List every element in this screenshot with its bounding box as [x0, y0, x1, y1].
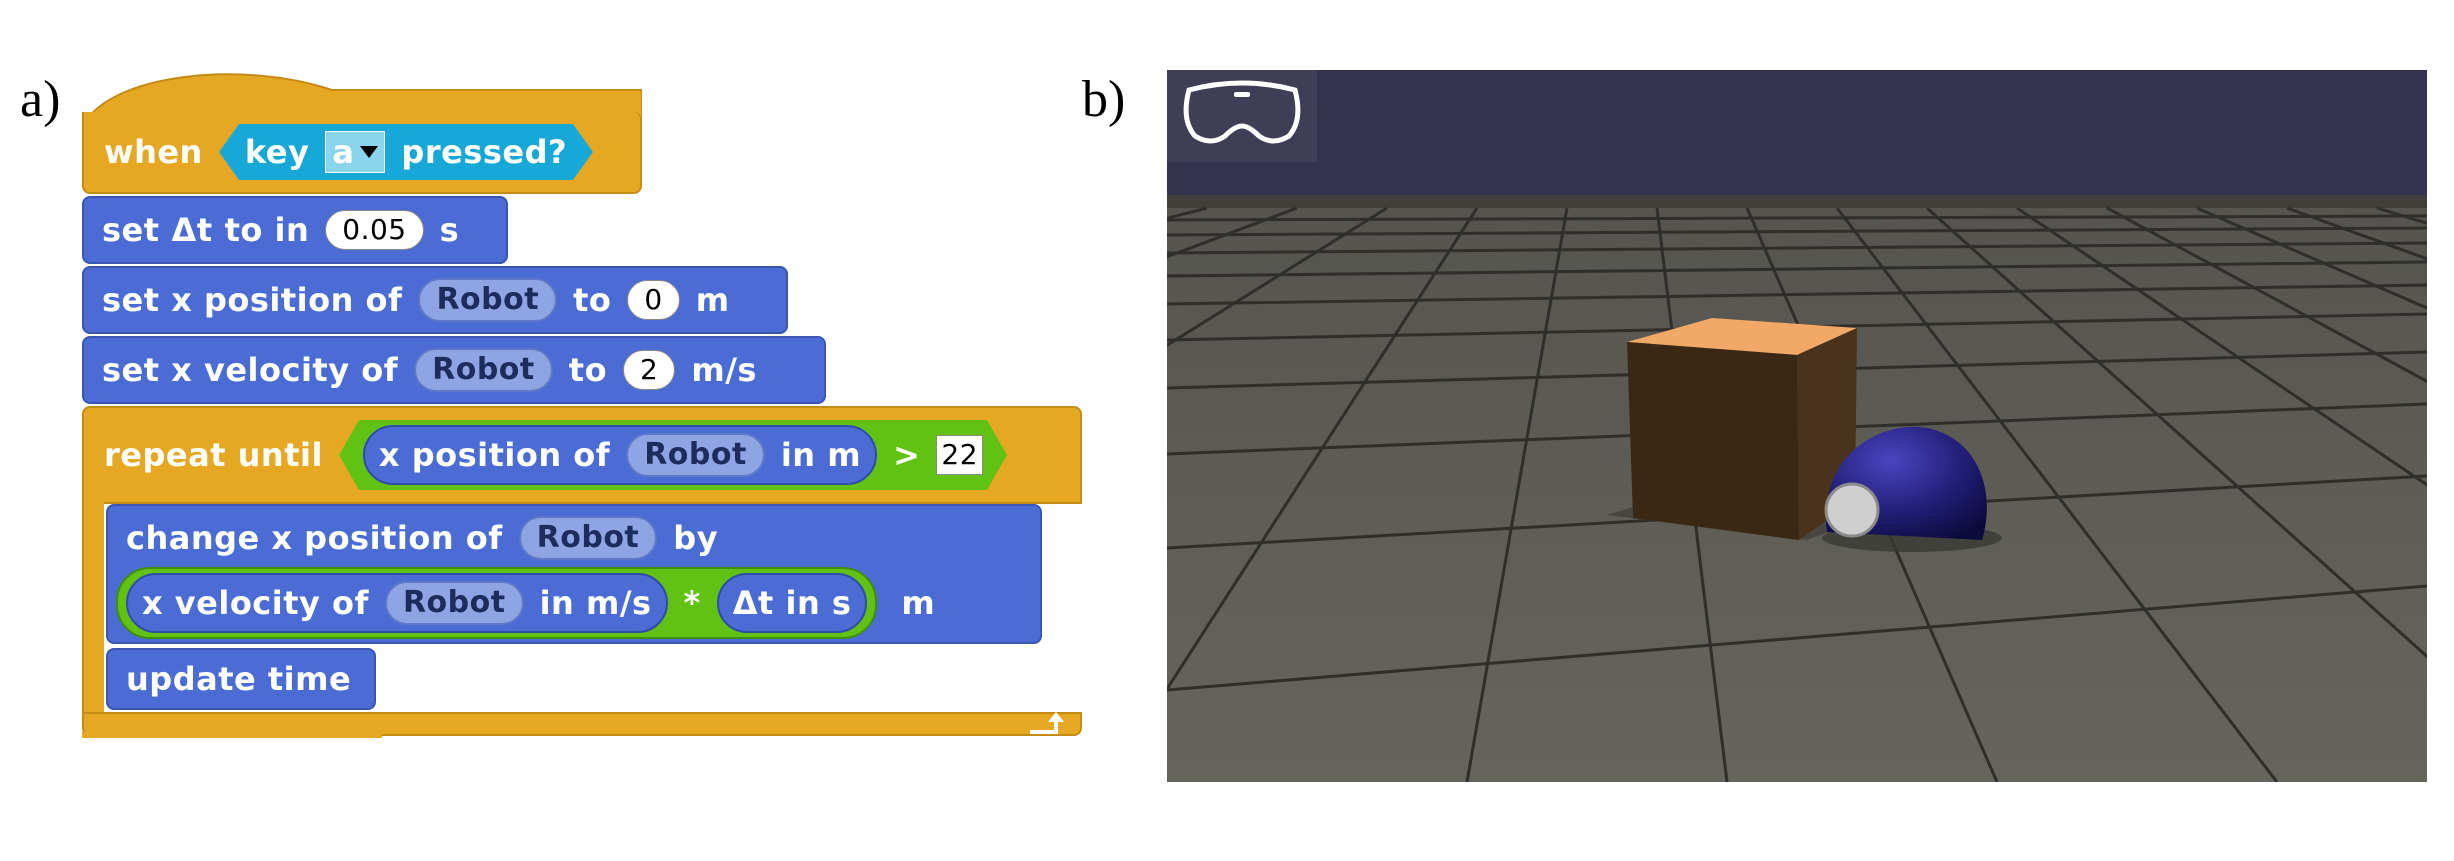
- x-position-reporter-label: x position of: [378, 436, 611, 474]
- unit-label: m: [901, 584, 936, 622]
- robot-object-slot[interactable]: Robot: [418, 278, 558, 322]
- scene-canvas: [1167, 70, 2427, 782]
- change-x-position-label: change x position of: [126, 519, 503, 557]
- condition-predicate[interactable]: x position of Robot in m > 22: [338, 420, 1008, 490]
- to-in-label: to in: [224, 211, 310, 249]
- panel-label-a: a): [20, 71, 61, 128]
- condition-value-input[interactable]: 22: [936, 435, 984, 475]
- condition-hex-left: [338, 420, 359, 490]
- horizon-band: [1167, 195, 2427, 211]
- key-dropdown[interactable]: a: [325, 131, 386, 173]
- to-label: to: [568, 351, 608, 389]
- dt-label: Δt: [171, 211, 213, 249]
- to-label: to: [573, 281, 612, 319]
- dt-unit-label: s: [439, 211, 460, 249]
- box-front: [1627, 342, 1799, 540]
- repeat-until-label: repeat until: [104, 436, 323, 474]
- set-x-velocity-label: set x velocity of: [102, 351, 399, 389]
- key-label: key: [244, 133, 310, 171]
- simulation-view[interactable]: [1167, 70, 2427, 782]
- hat-block-when-key-pressed[interactable]: when key a pressed?: [82, 112, 642, 194]
- dt-value-input[interactable]: 0.05: [325, 210, 424, 250]
- unit-label: m: [695, 281, 730, 319]
- loop-arrow-icon: [1030, 712, 1064, 734]
- update-time-block[interactable]: update time: [106, 648, 376, 710]
- robot-object-slot[interactable]: Robot: [384, 581, 524, 625]
- in-m-per-s-label: in m/s: [539, 584, 652, 622]
- robot-object-slot[interactable]: Robot: [414, 348, 553, 392]
- robot-object-slot[interactable]: Robot: [626, 433, 765, 477]
- x-velocity-reporter[interactable]: x velocity of Robot in m/s: [126, 573, 668, 633]
- greater-than-operator: >: [893, 436, 921, 474]
- panel-label-b: b): [1082, 71, 1126, 128]
- multiply-symbol: *: [683, 584, 701, 622]
- dt-reporter-label: Δt in s: [732, 584, 852, 622]
- footer-tab: [82, 732, 382, 738]
- unit-label: m/s: [691, 351, 757, 389]
- x-velocity-value-input[interactable]: 2: [623, 350, 676, 390]
- in-m-label: in m: [780, 436, 862, 474]
- repeat-until-block[interactable]: repeat until x position of Robot in m > …: [82, 406, 1082, 738]
- floor-grid: [1167, 206, 2427, 782]
- condition-hex-right: [987, 420, 1008, 490]
- hat-when-label: when: [104, 133, 203, 171]
- hat-block-cap: [82, 73, 642, 125]
- vr-headset-icon: [1183, 80, 1301, 144]
- box-top: [1627, 318, 1857, 355]
- key-pressed-predicate[interactable]: key a pressed?: [218, 124, 594, 180]
- robot-object[interactable]: [1824, 426, 1987, 540]
- box-object[interactable]: [1627, 318, 1857, 540]
- sky: [1167, 70, 2427, 205]
- x-position-reporter[interactable]: x position of Robot in m: [362, 425, 878, 485]
- repeat-until-arm: [82, 502, 104, 718]
- vr-button[interactable]: [1167, 70, 1317, 162]
- predicate-hex-left: [218, 124, 239, 180]
- change-x-position-block[interactable]: change x position of Robot by x velocity…: [106, 504, 1042, 644]
- set-dt-block[interactable]: set Δt to in 0.05 s: [82, 196, 508, 264]
- robot-object-slot[interactable]: Robot: [518, 516, 658, 560]
- repeat-until-header: repeat until x position of Robot in m > …: [82, 406, 1082, 504]
- set-x-position-block[interactable]: set x position of Robot to 0 m: [82, 266, 788, 334]
- update-time-label: update time: [126, 660, 352, 698]
- set-x-velocity-block[interactable]: set x velocity of Robot to 2 m/s: [82, 336, 826, 404]
- predicate-hex-right: [573, 124, 594, 180]
- dropdown-arrow-icon: [360, 146, 379, 158]
- by-label: by: [673, 519, 719, 557]
- dt-reporter[interactable]: Δt in s: [716, 573, 868, 633]
- pressed-label: pressed?: [401, 133, 568, 171]
- robot-wheel: [1824, 482, 1880, 538]
- x-velocity-reporter-label: x velocity of: [142, 584, 369, 622]
- set-x-position-label: set x position of: [102, 281, 403, 319]
- multiply-operator-reporter[interactable]: x velocity of Robot in m/s * Δt in s: [116, 567, 878, 639]
- key-dropdown-value: a: [332, 133, 355, 171]
- set-label: set: [102, 211, 160, 249]
- x-position-value-input[interactable]: 0: [627, 280, 680, 320]
